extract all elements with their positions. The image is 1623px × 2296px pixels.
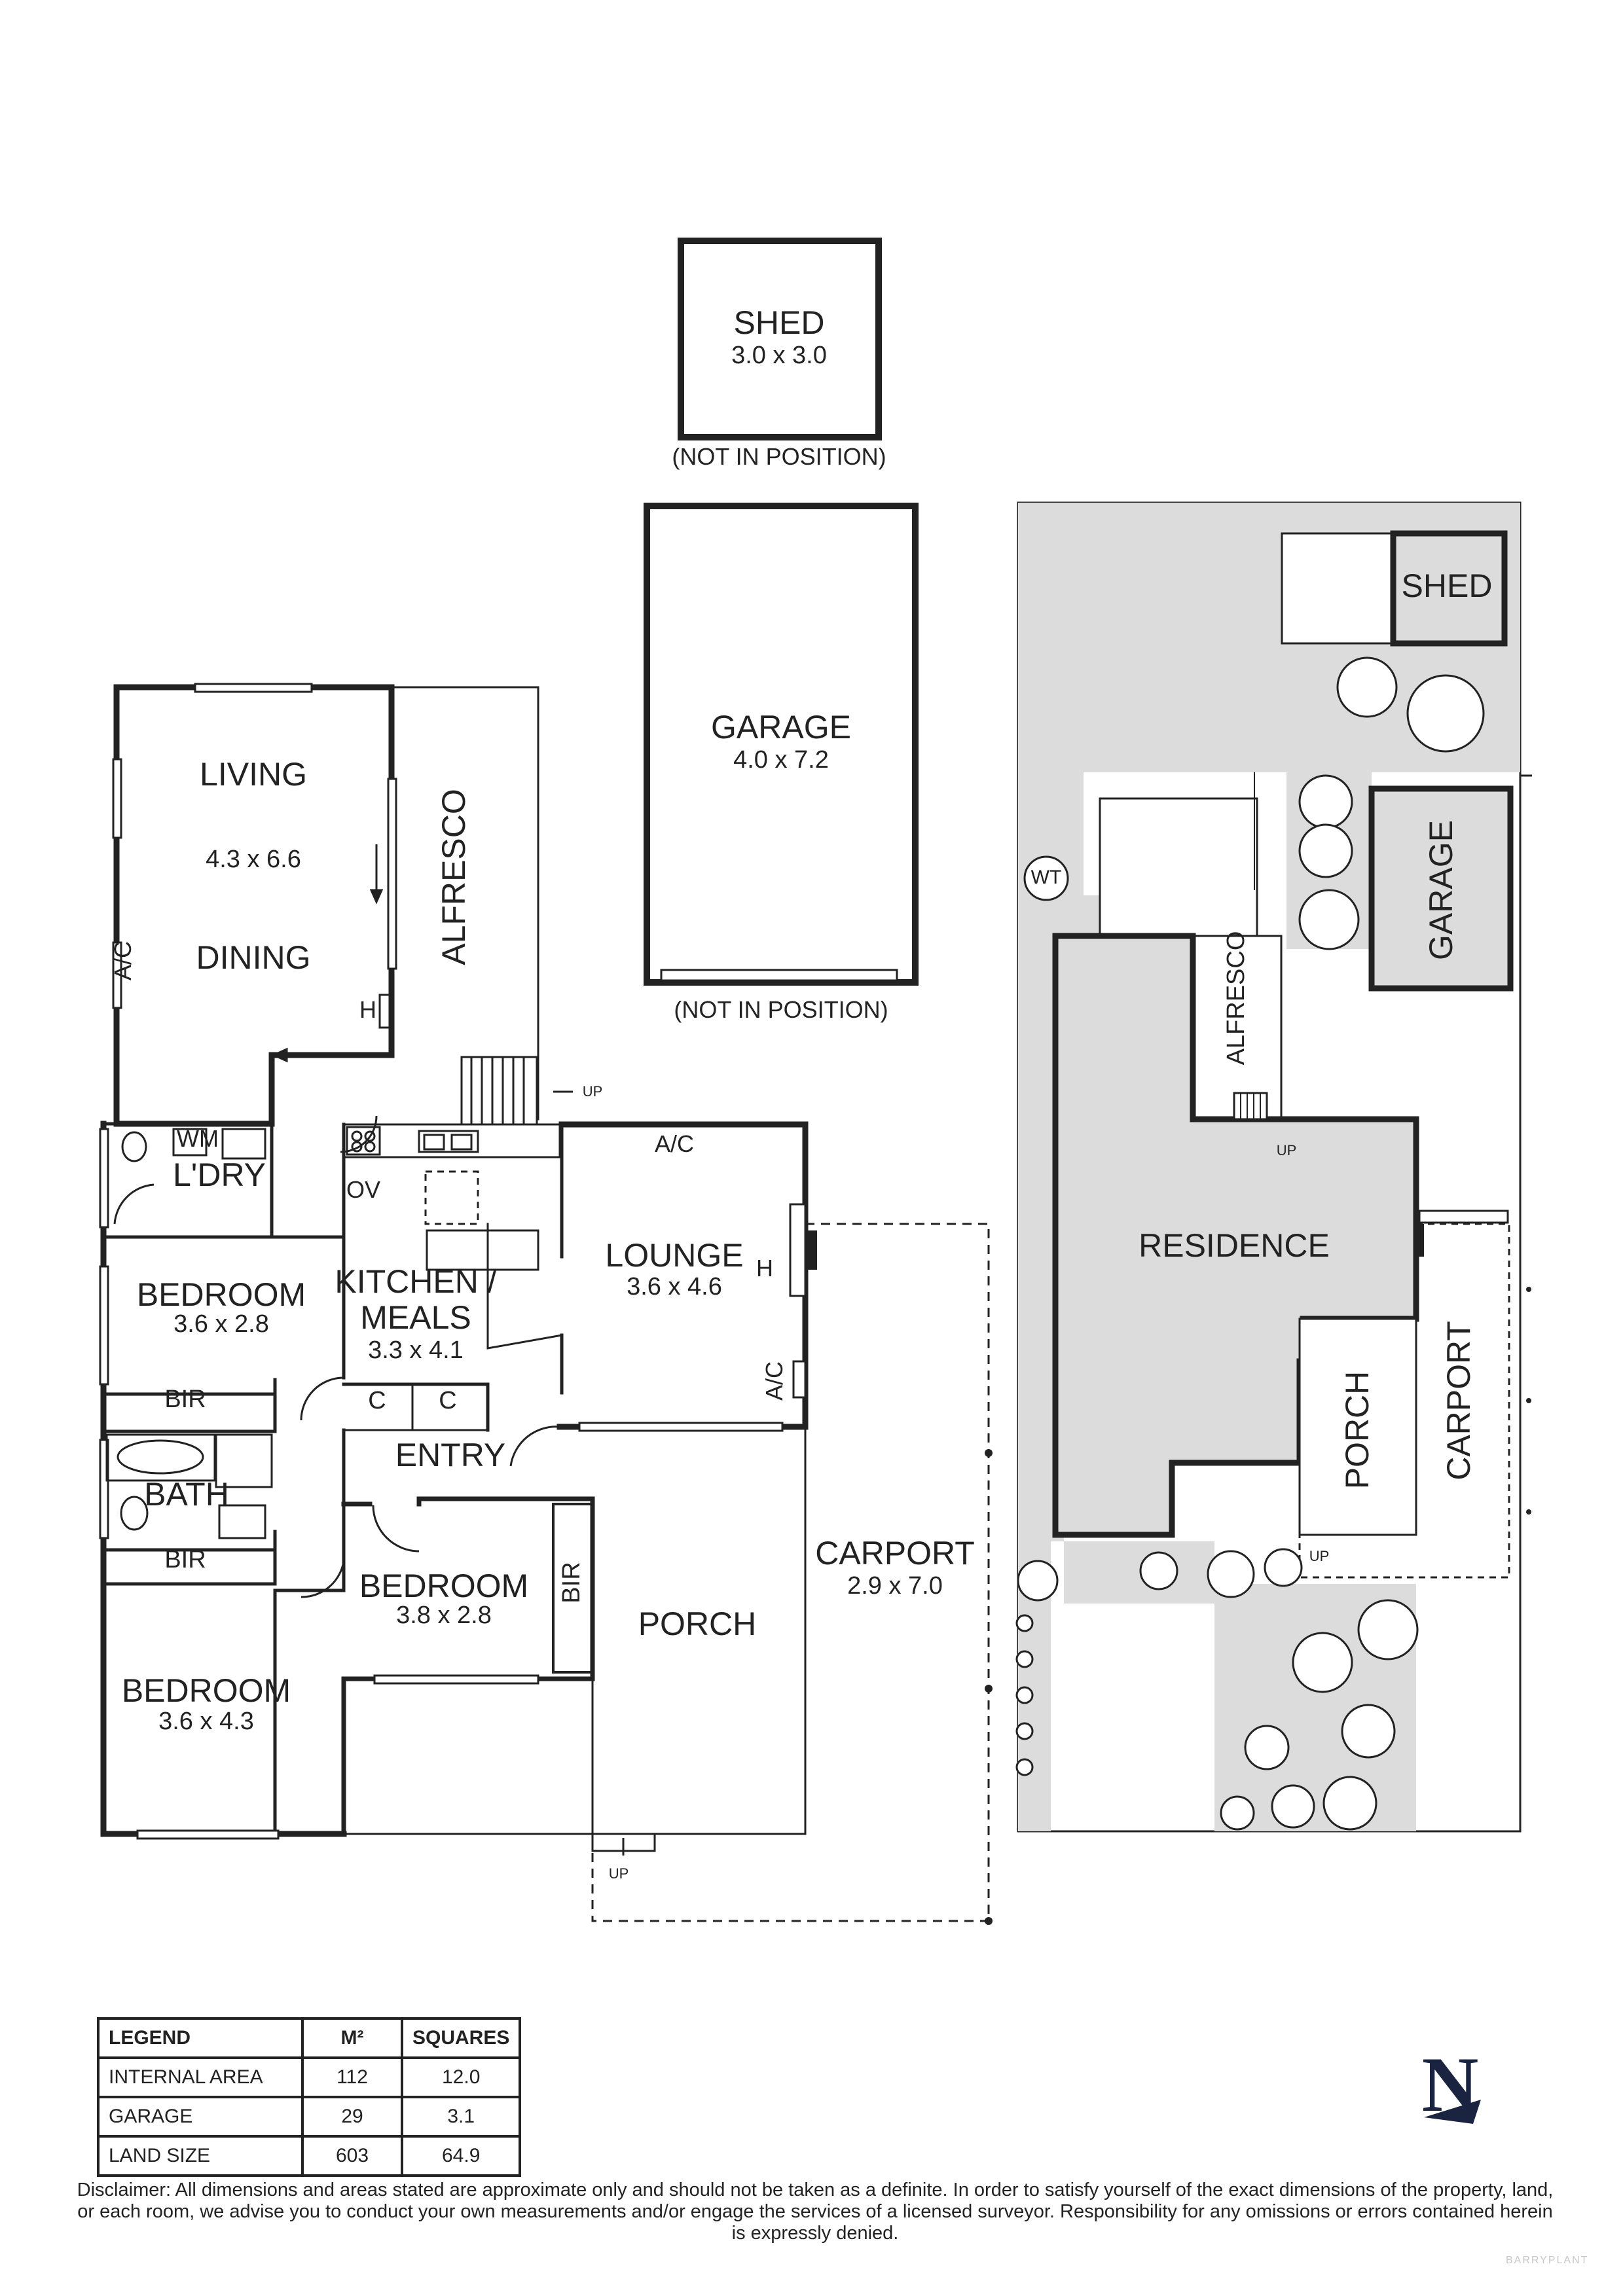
site-shed-label: SHED (1402, 567, 1493, 604)
legend-table: LEGEND M² SQUARES INTERNAL AREA 112 12.0… (97, 2017, 522, 2177)
legend-header-m2: M² (301, 2017, 403, 2059)
alfresco-label: ALFRESCO (435, 789, 472, 965)
lounge-dims: 3.6 x 4.6 (627, 1273, 722, 1300)
laundry-label: L'DRY (173, 1157, 266, 1193)
legend-cell: 64.9 (400, 2135, 522, 2177)
site-garage-label: GARAGE (1423, 820, 1459, 960)
kitchen-dims: 3.3 x 4.1 (368, 1336, 464, 1364)
oven-symbol: OV (346, 1176, 380, 1203)
bir2-label: BIR (164, 1546, 206, 1573)
site-trees (1015, 656, 1485, 1831)
garage-dims: 4.0 x 7.2 (733, 746, 829, 774)
bedroom3-dims: 3.6 x 4.3 (158, 1708, 254, 1735)
carport-dims: 2.9 x 7.0 (847, 1572, 943, 1600)
table-row: LAND SIZE 603 64.9 (97, 2135, 522, 2177)
entry-label: ENTRY (395, 1437, 506, 1473)
legend-cell: 112 (301, 2056, 403, 2098)
kitchen-fittings (342, 1123, 561, 1271)
table-row: INTERNAL AREA 112 12.0 (97, 2056, 522, 2098)
alfresco-stairs (460, 1056, 573, 1126)
legend-cell: 12.0 (400, 2056, 522, 2098)
heater-symbol-lounge: H (756, 1255, 773, 1282)
porch-label: PORCH (638, 1605, 757, 1642)
bir1-label: BIR (164, 1386, 206, 1413)
ac-symbol-lounge: A/C (655, 1130, 694, 1157)
bedroom2-dims: 3.8 x 2.8 (396, 1602, 492, 1629)
site-up-alfresco: UP (1277, 1142, 1297, 1158)
north-label: N (1421, 2041, 1479, 2128)
ac-symbol-dining: A/C (109, 941, 136, 980)
site-alfresco-label: ALFRESCO (1222, 931, 1250, 1066)
shed-dims: 3.0 x 3.0 (731, 342, 827, 369)
garage-outline (644, 503, 919, 986)
shed-outline (678, 238, 882, 440)
wm-label: WM (177, 1125, 219, 1152)
legend-header-squares: SQUARES (400, 2017, 522, 2059)
bedroom2-label: BEDROOM (359, 1568, 528, 1604)
dining-label: DINING (196, 939, 311, 976)
legend-cell: INTERNAL AREA (97, 2056, 304, 2098)
site-wt-label: WT (1031, 867, 1062, 888)
kitchen-label-line1: KITCHEN / (335, 1263, 496, 1300)
lounge-label: LOUNGE (605, 1237, 743, 1274)
legend-cell: 603 (301, 2135, 403, 2177)
up-symbol-alfresco: UP (583, 1083, 603, 1100)
porch-step (591, 1833, 656, 1856)
site-up-porch: UP (1309, 1548, 1330, 1564)
legend-cell: LAND SIZE (97, 2135, 304, 2177)
garage-label: GARAGE (711, 709, 851, 745)
site-carport-label: CARPORT (1440, 1321, 1477, 1480)
heater-symbol-dining: H (359, 996, 376, 1023)
bedroom1-label: BEDROOM (137, 1276, 306, 1313)
legend-cell: 29 (301, 2096, 403, 2138)
cupboard-symbol-1: C (368, 1387, 386, 1414)
door-swings (113, 844, 560, 1598)
site-residence-label: RESIDENCE (1139, 1227, 1330, 1264)
legend-header-label: LEGEND (97, 2017, 304, 2059)
north-indicator: N (1414, 2041, 1486, 2128)
bath-label: BATH (144, 1476, 229, 1513)
lounge-fireplace (378, 994, 817, 1399)
windows (99, 683, 784, 1840)
carport-label: CARPORT (815, 1535, 975, 1571)
kitchen-label-line2: MEALS (360, 1299, 471, 1336)
cupboard-symbol-2: C (439, 1387, 456, 1414)
table-row: GARAGE 29 3.1 (97, 2096, 522, 2138)
shed-not-in-position: (NOT IN POSITION) (672, 443, 886, 470)
legend-cell: GARAGE (97, 2096, 304, 2138)
legend-header-row: LEGEND M² SQUARES (97, 2017, 522, 2059)
bir3-label: BIR (558, 1562, 585, 1603)
disclaimer-text: Disclaimer: All dimensions and areas sta… (77, 2179, 1554, 2244)
living-label: LIVING (200, 756, 307, 793)
living-dims: 4.3 x 6.6 (206, 846, 301, 873)
legend-cell: 3.1 (400, 2096, 522, 2138)
north-arrow-icon (1424, 2100, 1481, 2124)
bedroom3-label: BEDROOM (122, 1672, 291, 1709)
site-porch-label: PORCH (1339, 1371, 1376, 1490)
watermark: BARRYPLANT (1506, 2255, 1589, 2266)
ac-symbol-lounge-2: A/C (761, 1361, 788, 1401)
garage-not-in-position: (NOT IN POSITION) (674, 996, 888, 1023)
bedroom1-dims: 3.6 x 2.8 (173, 1310, 269, 1338)
carport-posts (985, 1449, 993, 1925)
laundry-bath-fixtures (105, 1128, 273, 1539)
up-symbol-porch: UP (609, 1865, 629, 1882)
shed-label: SHED (734, 304, 825, 341)
